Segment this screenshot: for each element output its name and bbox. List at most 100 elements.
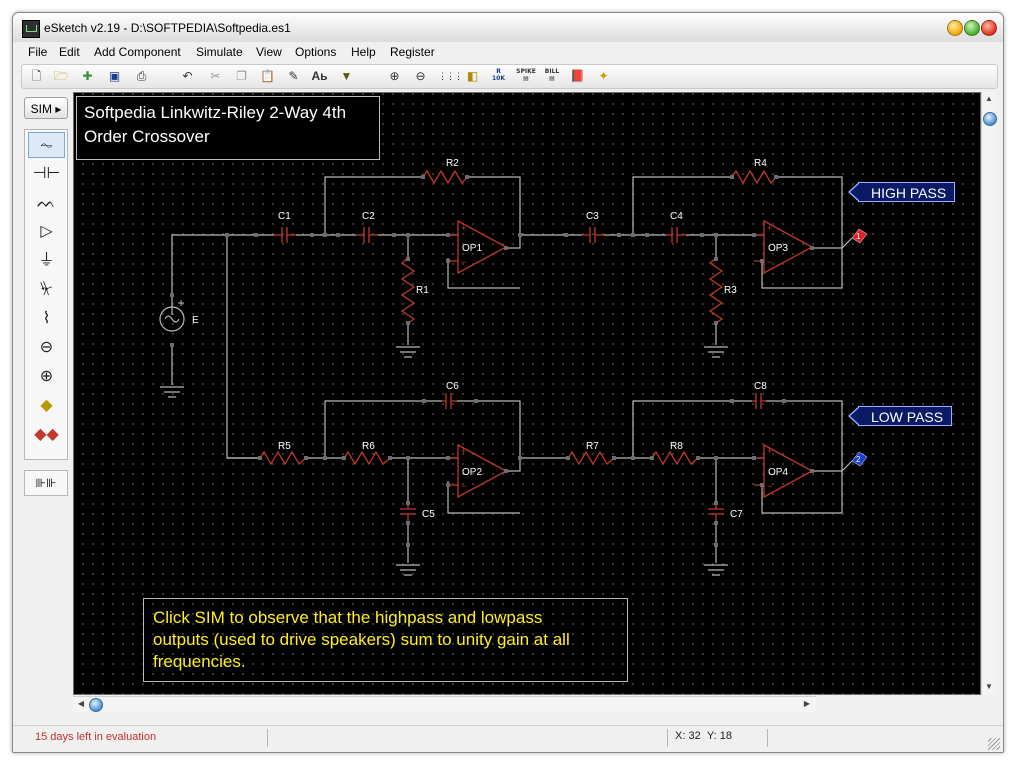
menu-register[interactable]: Register [390, 45, 435, 59]
zoom-in-icon[interactable]: ⊕ [389, 69, 400, 83]
c7-symbol[interactable] [708, 503, 724, 521]
op3-symbol[interactable] [763, 219, 814, 275]
print-icon[interactable]: ⎙ [136, 69, 147, 83]
resistor-value-r: R [496, 68, 501, 75]
schematic-title-line1: Softpedia Linkwitz-Riley 2-Way 4th [84, 103, 347, 122]
title-bar[interactable]: eSketch v2.19 - D:\SOFTPEDIA\Softpedia.e… [13, 13, 1003, 43]
voltage-source-tool-icon[interactable]: ⊖ [39, 339, 54, 356]
instruction-note[interactable]: Click SIM to observe that the highpass a… [143, 598, 628, 682]
schematic-title-line2: Order Crossover [84, 127, 210, 146]
low-pass-flag[interactable]: LOW PASS [847, 406, 953, 426]
menu-add-component[interactable]: Add Component [94, 45, 181, 59]
grid-icon[interactable]: ⋮⋮⋮ [438, 71, 463, 81]
low-pass-probe-icon[interactable] [851, 451, 868, 467]
scroll-left-arrow-icon[interactable]: ◀ [77, 699, 85, 708]
resistor-tool-icon[interactable]: ⏦ [28, 132, 65, 158]
text-tool-icon[interactable]: Aь [311, 69, 328, 83]
probe-pair-tool-icon[interactable]: ◆◆ [34, 426, 59, 443]
eraser-icon[interactable]: ✎ [288, 69, 299, 83]
bill-icon[interactable]: BILL▤ [544, 68, 560, 82]
status-divider [267, 729, 268, 747]
copy-icon[interactable]: ❐ [236, 69, 247, 83]
horizontal-scrollbar[interactable]: ◀ ▶ [73, 696, 816, 712]
lp-input-wire [226, 235, 259, 459]
wire-tool-icon[interactable]: ⊪⊪ [24, 470, 68, 496]
paste-icon[interactable]: 📋 [260, 69, 275, 83]
c3-symbol[interactable] [582, 227, 604, 243]
r2-symbol[interactable] [422, 169, 468, 185]
op2-symbol[interactable] [457, 443, 508, 499]
comment-icon[interactable]: ▼ [340, 69, 353, 83]
component-palette: ⏦ ⊣⊢ ᨓ ▷ ⏚ ⏧ ⌇ ⊖ ⊕ ◆ ◆◆ [24, 129, 68, 460]
schematic-drawing-area[interactable]: Softpedia Linkwitz-Riley 2-Way 4th Order… [74, 93, 980, 694]
menu-help[interactable]: Help [351, 45, 376, 59]
c4-symbol[interactable] [666, 227, 686, 243]
menu-edit[interactable]: Edit [59, 45, 80, 59]
ground-c7-icon [704, 564, 728, 576]
sim-button[interactable]: SIM ▸ [24, 97, 68, 119]
c8-symbol[interactable] [752, 393, 766, 409]
horizontal-scroll-thumb[interactable] [89, 698, 103, 712]
cut-icon[interactable]: ✂ [210, 69, 221, 83]
op1-symbol[interactable] [457, 219, 508, 275]
new-file-icon[interactable]: 🗋 [31, 69, 42, 83]
transformer-tool-icon[interactable]: ⌇ [42, 310, 51, 327]
r5-label: R5 [278, 441, 291, 452]
magic-wand-icon[interactable]: ✦ [598, 69, 609, 83]
r3-symbol[interactable] [708, 257, 724, 324]
high-pass-probe-icon[interactable] [851, 228, 868, 244]
r6-symbol[interactable] [343, 450, 391, 466]
open-recent-icon[interactable]: ✚ [82, 69, 93, 83]
c6-symbol[interactable] [442, 393, 457, 409]
r7-symbol[interactable] [567, 450, 615, 466]
hp2-feedback-wire [632, 176, 843, 289]
vertical-scroll-thumb[interactable] [983, 112, 997, 126]
ground-r3-icon [704, 346, 728, 358]
potentiometer-tool-icon[interactable]: ⏧ [40, 281, 53, 298]
component-icon[interactable]: ◧ [466, 69, 479, 83]
menu-bar: File Edit Add Component Simulate View Op… [13, 42, 1003, 62]
r1-label: R1 [416, 285, 429, 296]
menu-file[interactable]: File [28, 45, 48, 59]
zoom-out-icon[interactable]: ⊖ [415, 69, 426, 83]
r5-symbol[interactable] [259, 450, 307, 466]
schematic-title-box[interactable]: Softpedia Linkwitz-Riley 2-Way 4th Order… [76, 96, 380, 160]
c1-symbol[interactable] [274, 227, 296, 243]
minimize-button[interactable] [947, 20, 963, 36]
inductor-tool-icon[interactable]: ᨓ [36, 194, 57, 211]
components [259, 169, 814, 521]
schematic-canvas[interactable]: Softpedia Linkwitz-Riley 2-Way 4th Order… [73, 92, 981, 695]
status-bar: 15 days left in evaluation X: 32 Y: 18 [13, 725, 1003, 752]
wires [171, 176, 853, 563]
open-folder-icon[interactable]: 🗁 [54, 69, 69, 83]
resize-grip-icon[interactable] [988, 738, 1000, 750]
opamp-tool-icon[interactable]: ▷ [40, 223, 53, 240]
capacitor-tool-icon[interactable]: ⊣⊢ [32, 165, 61, 182]
spike-icon[interactable]: SPIKE▤ [516, 68, 536, 82]
save-icon[interactable]: ▣ [108, 69, 121, 83]
r8-symbol[interactable] [651, 450, 699, 466]
y-label: Y: [706, 730, 717, 742]
close-button[interactable] [981, 20, 997, 36]
current-source-tool-icon[interactable]: ⊕ [39, 368, 54, 385]
menu-view[interactable]: View [256, 45, 282, 59]
menu-options[interactable]: Options [295, 45, 337, 59]
scroll-up-arrow-icon[interactable]: ▲ [985, 94, 993, 103]
c5-symbol[interactable] [400, 503, 416, 521]
r1-symbol[interactable] [400, 257, 416, 324]
c2-symbol[interactable] [356, 227, 378, 243]
maximize-button[interactable] [964, 20, 980, 36]
r4-symbol[interactable] [731, 169, 777, 185]
undo-icon[interactable]: ↶ [182, 69, 193, 83]
ground-tool-icon[interactable]: ⏚ [38, 252, 55, 269]
scroll-right-arrow-icon[interactable]: ▶ [803, 699, 811, 708]
voltage-probe-tool-icon[interactable]: ◆ [40, 397, 53, 414]
high-pass-flag[interactable]: HIGH PASS [847, 182, 956, 202]
voltage-source[interactable] [159, 300, 185, 332]
scroll-down-arrow-icon[interactable]: ▼ [985, 682, 993, 691]
help-book-icon[interactable]: 📕 [570, 69, 585, 83]
op4-symbol[interactable] [763, 443, 814, 499]
menu-simulate[interactable]: Simulate [196, 45, 243, 59]
vertical-scrollbar[interactable]: ▲ ▼ [981, 92, 997, 695]
